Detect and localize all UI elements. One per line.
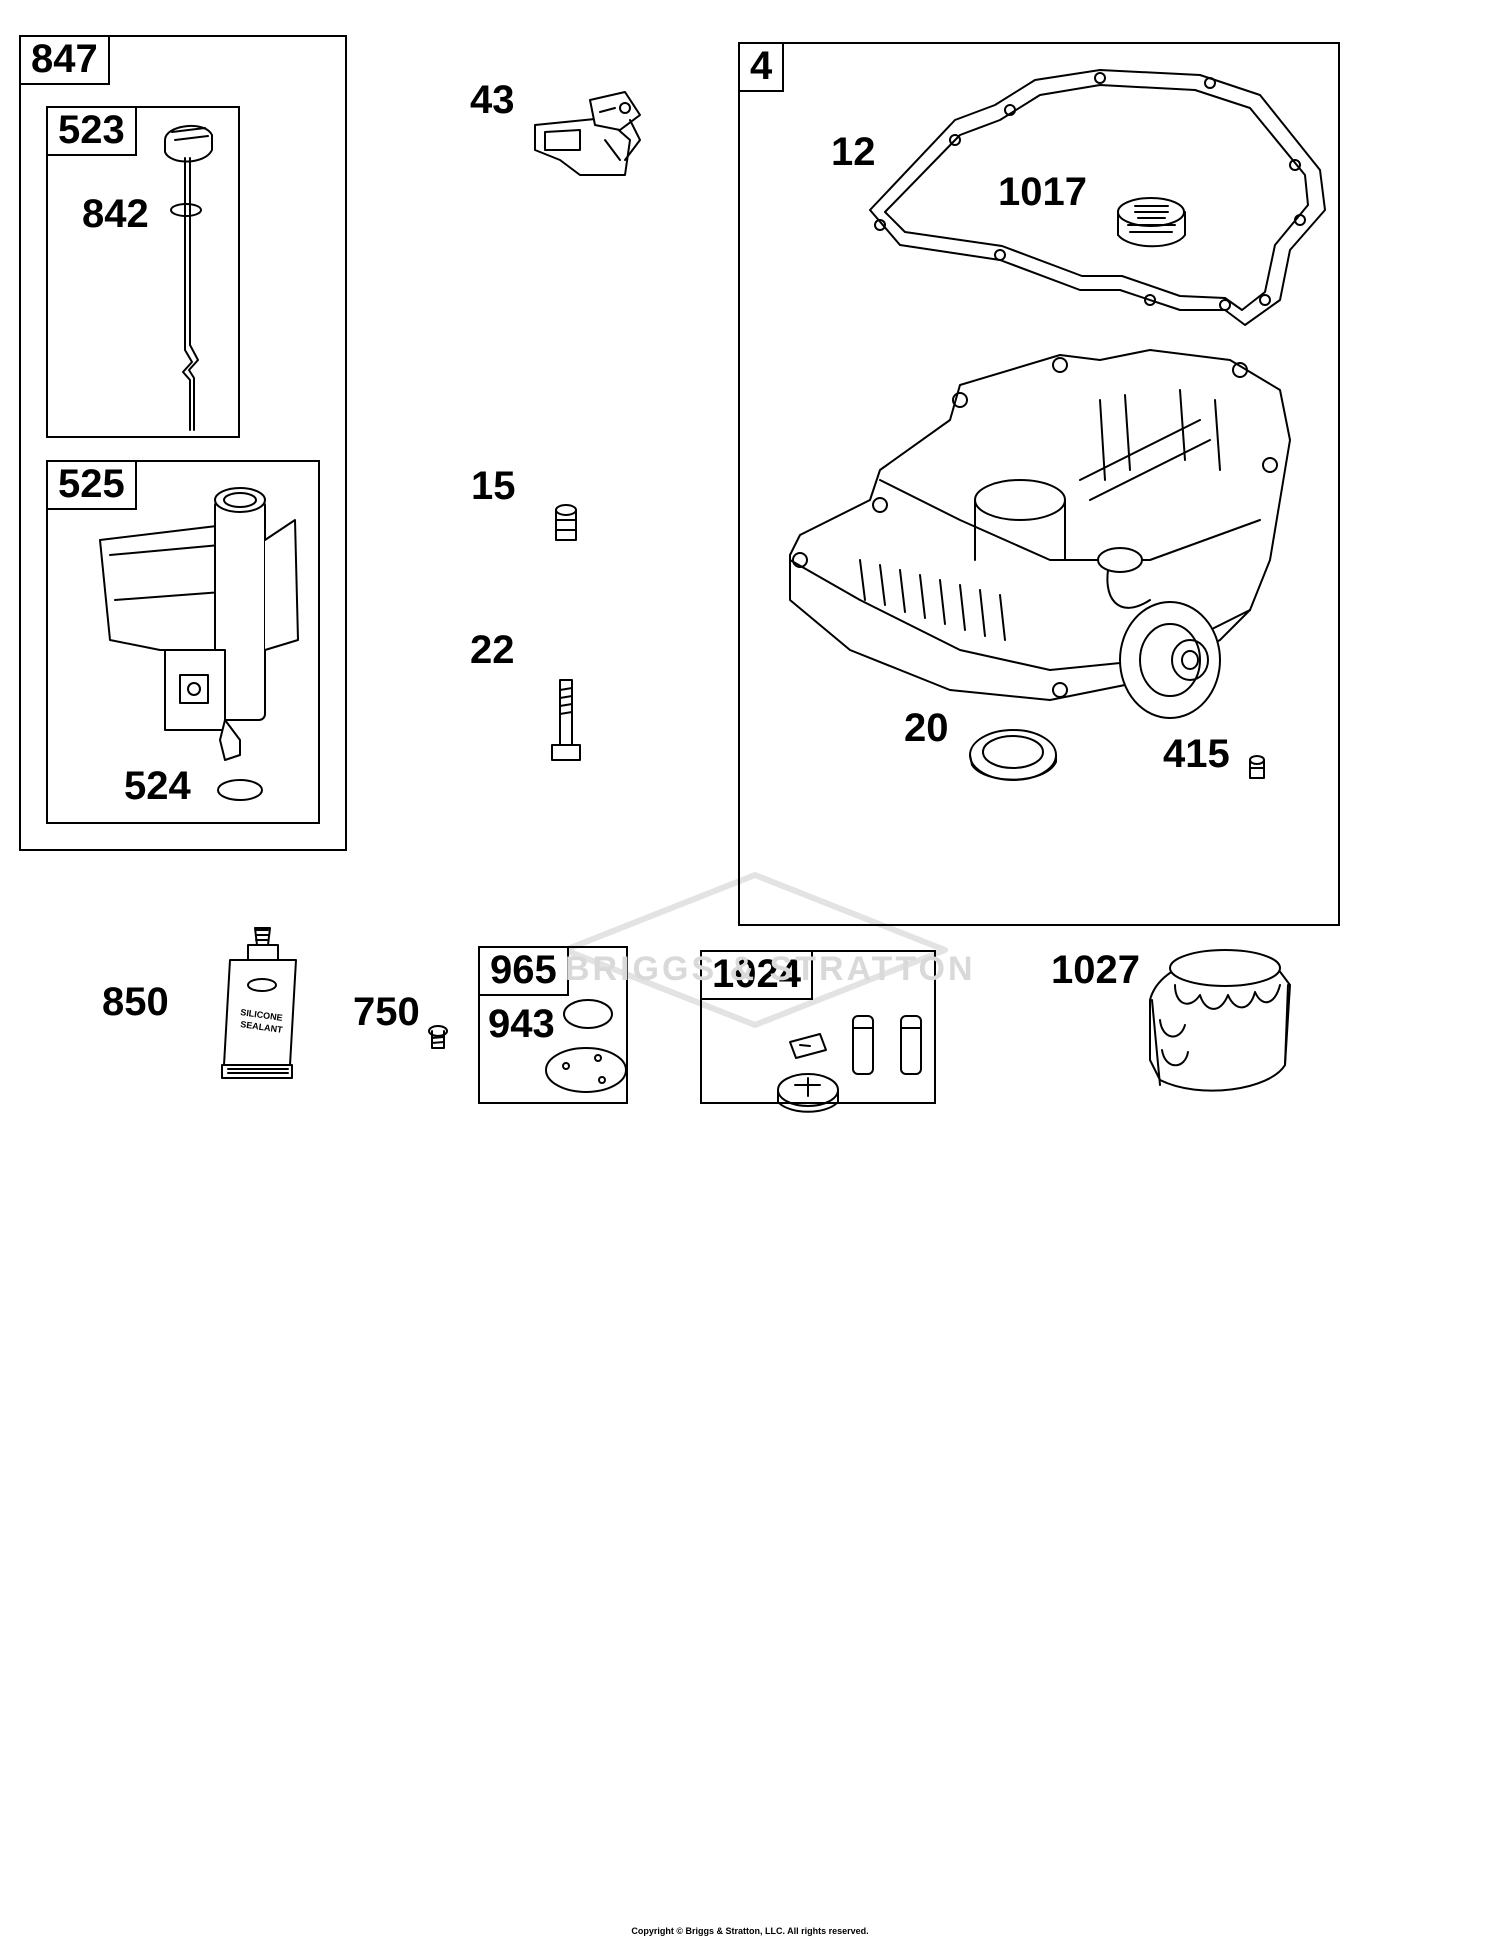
- watermark-text: BRIGGS & STRATTON: [565, 950, 976, 988]
- bolt-drawing: [551, 679, 581, 761]
- bracket-drawing: [534, 91, 641, 176]
- part-label-842: 842: [82, 192, 149, 236]
- kit-box-1024: 1024: [700, 950, 936, 1104]
- part-label-415: 415: [1163, 732, 1230, 776]
- screen-drawing: [1117, 197, 1186, 248]
- dipstick-drawing: [164, 124, 213, 431]
- sump-drawing: [789, 349, 1291, 719]
- kit-box-525: 525: [46, 460, 320, 824]
- part-label-943: 943: [488, 1002, 555, 1046]
- kit-tag-523: 523: [46, 106, 137, 156]
- kit-tag-1024: 1024: [700, 950, 813, 1000]
- oil-fill-tube-drawing: [99, 487, 299, 801]
- sealant-tube-drawing: [221, 927, 297, 1079]
- kit-box-4: 4: [738, 42, 1340, 926]
- seal-drawing: [969, 729, 1057, 781]
- part-label-22: 22: [470, 628, 515, 672]
- kit-tag-525: 525: [46, 460, 137, 510]
- kit-tag-847: 847: [19, 35, 110, 85]
- plug-drawing: [555, 504, 577, 541]
- copyright-notice: Copyright © Briggs & Stratton, LLC. All …: [631, 1926, 869, 1936]
- kit-tag-965: 965: [478, 946, 569, 996]
- kit-box-847: 847: [19, 35, 347, 851]
- gasket-drawing: [869, 69, 1326, 326]
- kit-box-523: 523: [46, 106, 240, 438]
- part-label-12: 12: [831, 130, 876, 174]
- part-label-15: 15: [471, 464, 516, 508]
- part-label-524: 524: [124, 764, 191, 808]
- kit-box-965: 965: [478, 946, 628, 1104]
- fitting-drawing: [1249, 755, 1265, 779]
- part-label-1017: 1017: [998, 170, 1087, 214]
- screw-drawing: [428, 1025, 448, 1049]
- part-label-43: 43: [470, 78, 515, 122]
- part-label-850: 850: [102, 980, 169, 1024]
- part-label-1027: 1027: [1051, 948, 1140, 992]
- kit-tag-4: 4: [738, 42, 785, 92]
- part-label-20: 20: [904, 706, 949, 750]
- part-label-750: 750: [353, 990, 420, 1034]
- oil-filter-drawing: [1149, 949, 1291, 1092]
